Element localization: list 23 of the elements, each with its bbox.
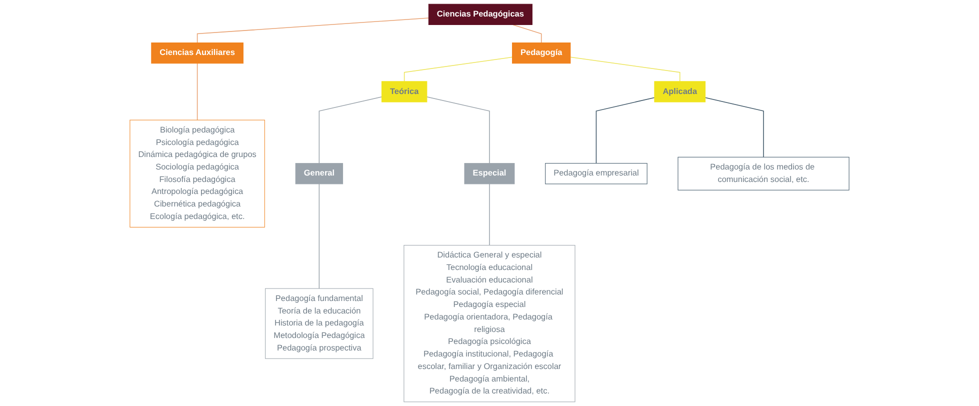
node-box: Biología pedagógica Psicología pedagógica Dinámica pedagógica de grupos Sociología pedagógica Filosofía pedagógica Antropología pedagógica Cibernética pedagógica Ecología pedagógica, etc.: [130, 120, 265, 228]
connector: [196, 18, 430, 44]
connector: [596, 97, 655, 164]
connector: [704, 97, 764, 158]
connector: [196, 62, 198, 120]
node-box: Teórica: [381, 81, 428, 102]
node-box: Pedagogía: [512, 42, 571, 64]
node-box: Didáctica General y especial Tecnología educacional Evaluación educacional Pedagogía social, Pedagogía diferencial Pedagogía especial Pedagogía orientadora, Pedagogía religiosa Pedagogía psicológica Pedagogía institucional, Pedagogía escolar, familiar y Organización escolar Pedagogía ambiental, Pedagogía de la creatividad, etc.: [404, 245, 576, 402]
connector: [318, 184, 320, 289]
connector: [404, 56, 513, 82]
node-box: Ciencias Pedagógicas: [428, 4, 532, 25]
node-box: Aplicada: [654, 81, 706, 102]
node-box: Especial: [464, 163, 515, 184]
node-box: Pedagogía empresarial: [545, 163, 648, 184]
connector: [426, 96, 490, 164]
connector: [512, 24, 542, 44]
node-box: Pedagogía fundamental Teoría de la educación Historia de la pedagogía Metodología Pedagógica Pedagogía prospectiva: [265, 288, 374, 359]
connector: [570, 56, 680, 82]
node-box: General: [295, 163, 344, 184]
connector: [318, 96, 382, 164]
connector: [489, 184, 490, 246]
node-box: Pedagogía de los medios de comunicación social, etc.: [678, 156, 850, 190]
node-box: Ciencias Auxiliares: [151, 42, 244, 64]
